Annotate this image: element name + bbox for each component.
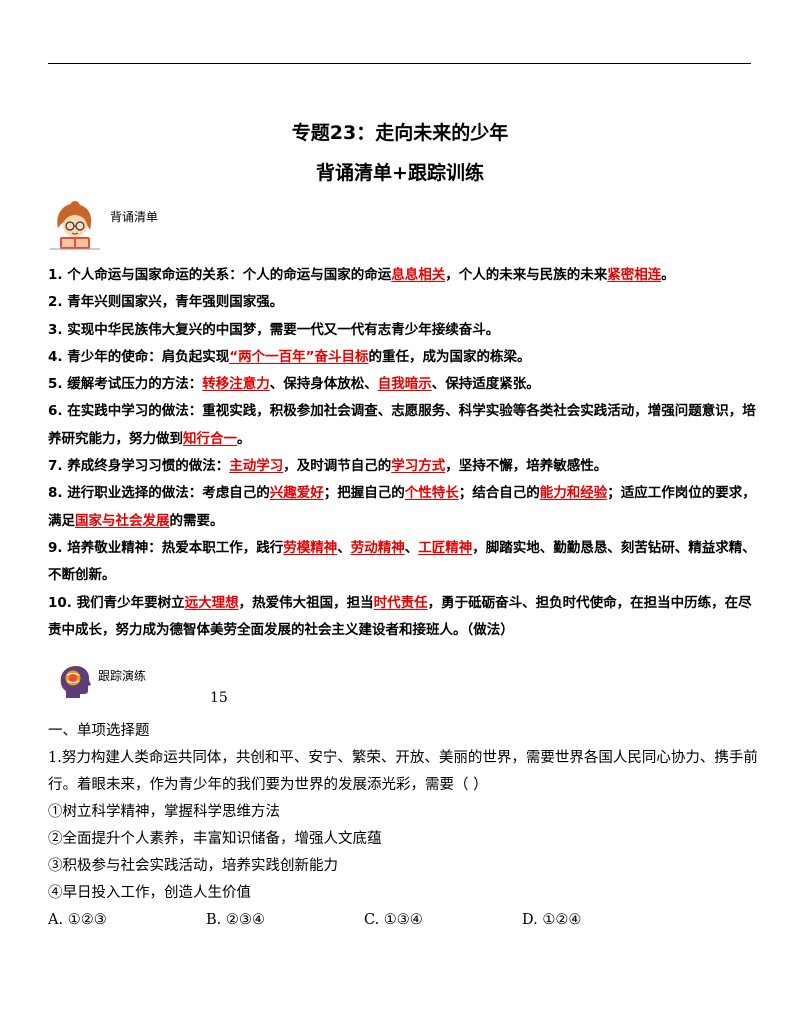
point-item: 3. 实现中华民族伟大复兴的中国梦，需要一代又一代有志青少年接续奋斗。 xyxy=(48,321,500,338)
header-rule xyxy=(48,63,751,64)
head-brain-icon xyxy=(60,666,91,698)
recite-section-label: 背诵清单 xyxy=(110,210,159,224)
point-item: 4. 青少年的使命：肩负起实现“两个一百年”奋斗目标的重任，成为国家的栋梁。 xyxy=(48,348,531,365)
point-item: 2. 青年兴则国家兴，青年强则国家强。 xyxy=(48,294,284,311)
statement-item: ④早日投入工作，创造人生价值 xyxy=(48,885,251,901)
option-b[interactable]: B. ②③④ xyxy=(206,912,265,928)
point-item: 6. 在实践中学习的做法：重视实践，积极参加社会调查、志愿服务、科学实验等各类社… xyxy=(48,403,756,447)
point-item: 9. 培养敬业精神：热爱本职工作，践行劳模精神、劳动精神、工匠精神，脚踏实地、勤… xyxy=(48,539,756,584)
option-a[interactable]: A. ①②③ xyxy=(48,912,107,928)
option-d[interactable]: D. ①②④ xyxy=(522,912,582,928)
page-subtitle: 背诵清单+跟踪训练 xyxy=(316,162,484,184)
question-stem: 1.努力构建人类命运共同体，共创和平、安宁、繁荣、开放、美丽的世界，需要世界各国… xyxy=(48,750,758,793)
point-item: 7. 养成终身学习习惯的做法：主动学习，及时调节自己的学习方式，坚持不懈，培养敏… xyxy=(48,458,608,475)
statement-item: ③积极参与社会实践活动，培养实践创新能力 xyxy=(48,858,338,874)
recite-section-header: 背诵清单 xyxy=(46,198,158,250)
point-item: 10. 我们青少年要树立远大理想，热爱伟大祖国，担当时代责任，勇于砥砺奋斗、担负… xyxy=(48,594,752,638)
track-section-header: 跟踪演练 xyxy=(58,664,146,700)
track-section-label: 跟踪演练 xyxy=(98,669,147,683)
exercise-section-title: 一、单项选择题 xyxy=(48,723,150,739)
statement-item: ②全面提升个人素养，丰富知识储备，增强人文底蕴 xyxy=(48,831,382,847)
point-item: 1. 个人命运与国家命运的关系：个人的命运与国家的命运息息相关，个人的未来与民族… xyxy=(48,267,675,283)
point-item: 5. 缓解考试压力的方法：转移注意力、保持身体放松、自我暗示、保持适度紧张。 xyxy=(48,376,540,393)
page-title: 专题23：走向未来的少年 xyxy=(291,122,509,144)
girl-reading-icon xyxy=(50,201,100,250)
answer-options: A. ①②③ B. ②③④ C. ①③④ D. ①②④ xyxy=(48,907,764,934)
recite-points: 1. 个人命运与国家命运的关系：个人的命运与国家的命运息息相关，个人的未来与民族… xyxy=(48,262,760,644)
page-number: 15 xyxy=(210,690,228,706)
exercise-section: 一、单项选择题 1.努力构建人类命运共同体，共创和平、安宁、繁荣、开放、美丽的世… xyxy=(48,718,764,934)
option-c[interactable]: C. ①③④ xyxy=(364,912,423,928)
statement-item: ①树立科学精神，掌握科学思维方法 xyxy=(48,804,280,820)
point-item: 8. 进行职业选择的做法：考虑自己的兴趣爱好；把握自己的个性特长；结合自己的能力… xyxy=(48,485,756,529)
